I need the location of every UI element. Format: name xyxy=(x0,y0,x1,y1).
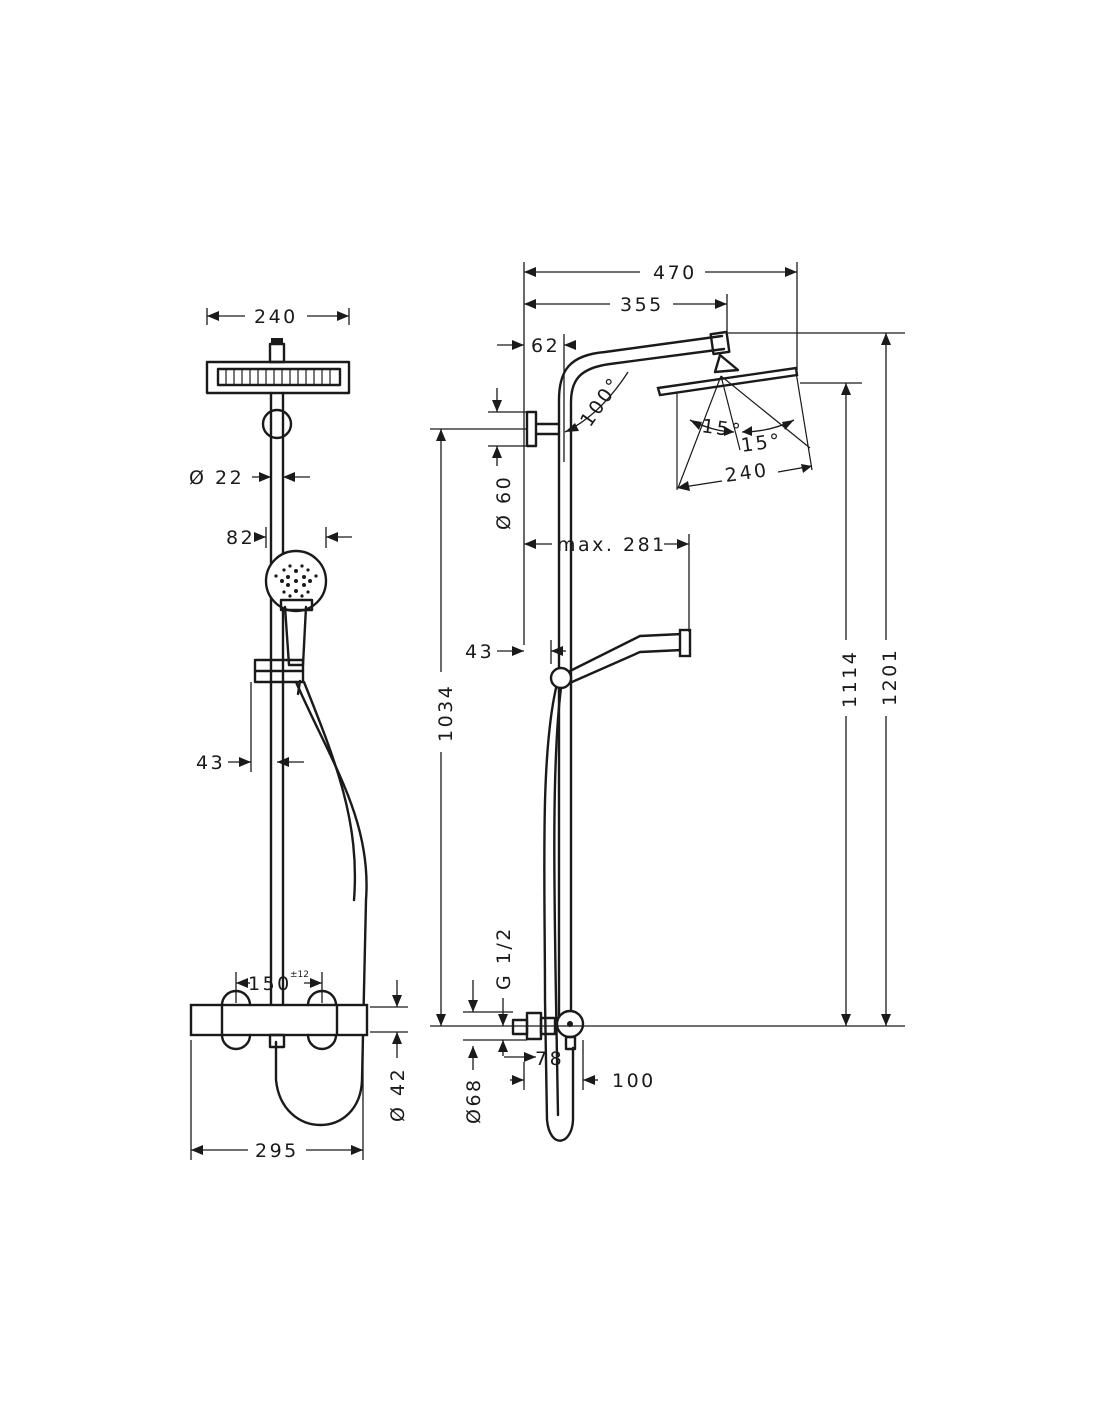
shower-arm-side xyxy=(557,334,724,422)
dim-spray-angle-right: 15° xyxy=(740,429,784,457)
dim-overall-width: 295 xyxy=(255,1140,299,1162)
wall-bracket-side xyxy=(525,410,561,448)
dim-head-width-side: 240 xyxy=(724,459,770,487)
dim-handshower-reach: max. 281 xyxy=(557,534,667,556)
overhead-shower-front xyxy=(205,338,351,395)
dim-valve-projection: 100 xyxy=(612,1070,656,1092)
shower-rail-side xyxy=(557,418,573,1020)
hand-shower-front xyxy=(264,549,328,667)
dim-overall-height: 1201 xyxy=(879,648,901,706)
dim-head-width-front: 240 xyxy=(254,306,298,328)
thermostat-valve-front xyxy=(189,989,369,1051)
shower-hose-front xyxy=(274,680,368,1127)
dimensions-side: 470 355 62 100° Ø xyxy=(430,262,905,1124)
dim-head-height: 1114 xyxy=(839,650,861,708)
dim-rail-offset: 43 xyxy=(465,641,494,663)
dim-bracket-offset: 43 xyxy=(196,752,225,774)
dim-wall-bracket-offset: 62 xyxy=(531,335,560,357)
dim-valve-depth: 78 xyxy=(535,1048,564,1070)
dim-spray-angle-left: 15° xyxy=(700,415,744,443)
dim-valve-spacing: 150 xyxy=(248,973,292,995)
shower-hose-side xyxy=(543,686,575,1142)
dim-arm-angle: 100° xyxy=(576,373,626,431)
dim-arm-projection: 355 xyxy=(620,294,664,316)
dim-rail-diameter: Ø 22 xyxy=(189,467,244,489)
dim-valve-diameter: Ø 42 xyxy=(387,1067,409,1122)
dim-escutcheon-diameter: Ø68 xyxy=(463,1077,485,1124)
dim-connection-thread: G 1/2 xyxy=(493,926,515,990)
thermostat-valve-side xyxy=(511,1009,585,1051)
overhead-shower-side xyxy=(656,353,813,490)
hand-shower-side xyxy=(549,628,692,690)
front-view: 240 Ø 22 82 43 xyxy=(189,306,409,1162)
dim-total-projection: 470 xyxy=(653,262,697,284)
shower-rail-front xyxy=(261,391,293,1007)
side-view: 470 355 62 100° Ø xyxy=(430,262,905,1142)
dim-handshower-width: 82 xyxy=(226,527,255,549)
dim-valve-spacing-tolerance: ±12 xyxy=(290,970,309,980)
dim-wall-flange-diameter: Ø 60 xyxy=(493,475,515,530)
dimensions-front: 240 Ø 22 82 43 xyxy=(189,306,409,1162)
dim-bracket-height: 1034 xyxy=(435,684,457,742)
